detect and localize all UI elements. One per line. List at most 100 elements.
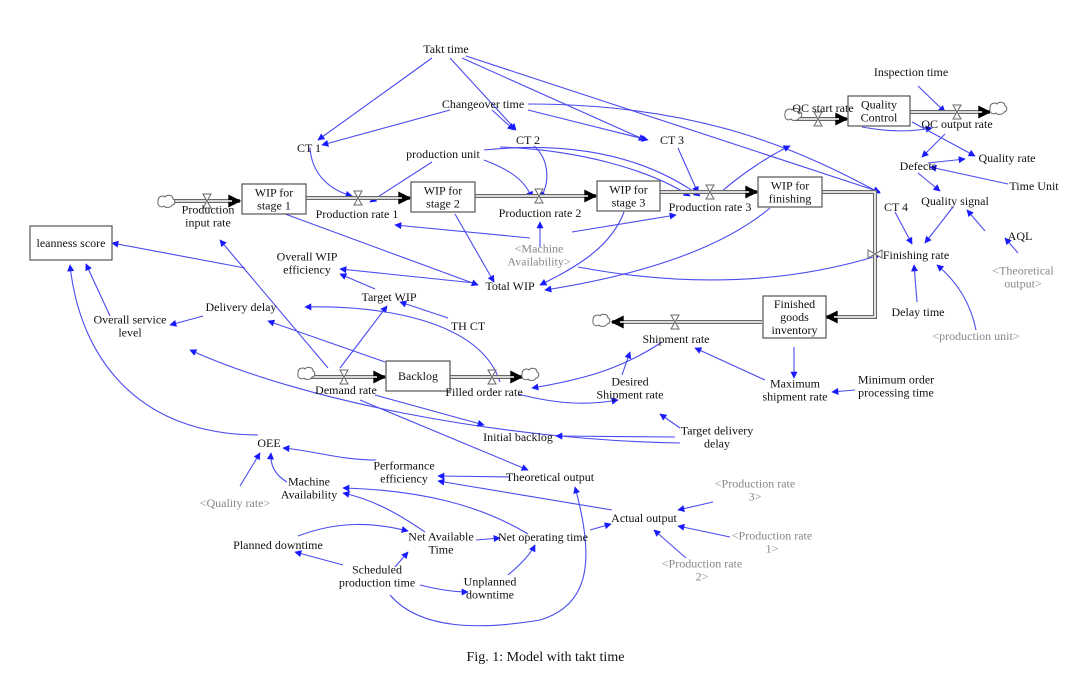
variable-filled[interactable]: Filled order rate (445, 385, 522, 399)
variable-ct4-label: CT 4 (884, 200, 908, 214)
variable-oee[interactable]: OEE (257, 436, 280, 450)
variable-theoout[interactable]: Theoretical output (506, 470, 595, 484)
variable-inspection-label: Inspection time (874, 65, 948, 79)
variable-targetwip[interactable]: Target WIP (361, 290, 416, 304)
link (924, 206, 954, 244)
variable-aql[interactable]: AQL (1008, 229, 1033, 243)
link (571, 212, 677, 233)
variable-demand[interactable]: Demand rate (315, 383, 377, 397)
variable-changeover[interactable]: Changeover time (442, 97, 524, 111)
link (85, 263, 111, 317)
variable-ct4[interactable]: CT 4 (884, 200, 908, 214)
link (389, 486, 587, 627)
stock-qc-label: Control (861, 111, 898, 125)
variable-finrate[interactable]: Finishing rate (883, 248, 949, 262)
link (483, 159, 533, 199)
variable-ct2[interactable]: CT 2 (516, 133, 540, 147)
variable-planned[interactable]: Planned downtime (233, 538, 323, 552)
shadow-variable-produnit[interactable]: <production unit> (932, 329, 1019, 343)
variable-machavail-label: Availability (281, 488, 337, 502)
shadow-variable-pr2-label: 2> (696, 570, 709, 584)
variable-initbacklog[interactable]: Initial backlog (483, 430, 553, 444)
link (266, 452, 288, 483)
link (169, 315, 204, 327)
variable-totalwip[interactable]: Total WIP (485, 279, 535, 293)
variable-qcstart-label: QC start rate (792, 101, 853, 115)
variable-desship-label: Shipment rate (597, 388, 664, 402)
valve-icon (534, 188, 544, 204)
link (419, 584, 469, 596)
variable-qsignal[interactable]: Quality signal (921, 194, 989, 208)
stock-backlog[interactable]: Backlog (385, 360, 451, 392)
variable-takt[interactable]: Takt time (423, 42, 468, 56)
variable-deldelay[interactable]: Delivery delay (206, 300, 277, 314)
variable-timeunit[interactable]: Time Unit (1009, 179, 1059, 193)
link (527, 103, 881, 194)
variable-tdd-label: Target delivery (681, 424, 754, 438)
variable-actual[interactable]: Actual output (611, 511, 677, 525)
variable-ct3[interactable]: CT 3 (660, 133, 684, 147)
variable-ct1[interactable]: CT 1 (297, 141, 321, 155)
link (659, 413, 681, 429)
stock-box (410, 181, 476, 213)
stock-qc-label: Quality (861, 98, 897, 112)
link (297, 523, 409, 537)
link (437, 472, 511, 480)
variable-qcout[interactable]: QC output rate (921, 117, 992, 131)
stock-leanness[interactable]: leanness score (29, 225, 113, 261)
link (577, 253, 881, 281)
variable-pr3[interactable]: Production rate 3 (669, 200, 752, 214)
shadow-variable-qrate[interactable]: <Quality rate> (200, 496, 271, 510)
variable-defects[interactable]: Defects (900, 159, 937, 173)
link (927, 156, 966, 164)
link (917, 85, 946, 113)
variable-pr2[interactable]: Production rate 2 (499, 206, 582, 220)
valve-icon (867, 249, 883, 259)
link (517, 393, 619, 405)
variable-thct[interactable]: TH CT (451, 319, 486, 333)
variable-osl-label: level (118, 326, 142, 340)
link (621, 351, 632, 376)
causal-links (67, 55, 1019, 627)
variable-delaytime[interactable]: Delay time (892, 305, 945, 319)
variable-shiprate[interactable]: Shipment rate (643, 332, 710, 346)
stock-wipf-label: finishing (769, 192, 812, 206)
link (531, 341, 663, 391)
variable-pr2-label: Production rate 2 (499, 206, 582, 220)
variable-actual-label: Actual output (611, 511, 677, 525)
variable-produnit[interactable]: production unit (406, 147, 480, 161)
valve-icon (353, 190, 363, 206)
variable-qrate[interactable]: Quality rate (979, 151, 1036, 165)
valve-icon (813, 111, 823, 127)
variable-perfeff-label: efficiency (380, 472, 428, 486)
variable-pr1[interactable]: Production rate 1 (316, 207, 399, 221)
link (339, 305, 388, 369)
variable-inspection[interactable]: Inspection time (874, 65, 948, 79)
variable-netop[interactable]: Net operating time (498, 530, 588, 544)
variable-owip-label: efficiency (283, 263, 331, 277)
variable-qcstart[interactable]: QC start rate (792, 101, 853, 115)
